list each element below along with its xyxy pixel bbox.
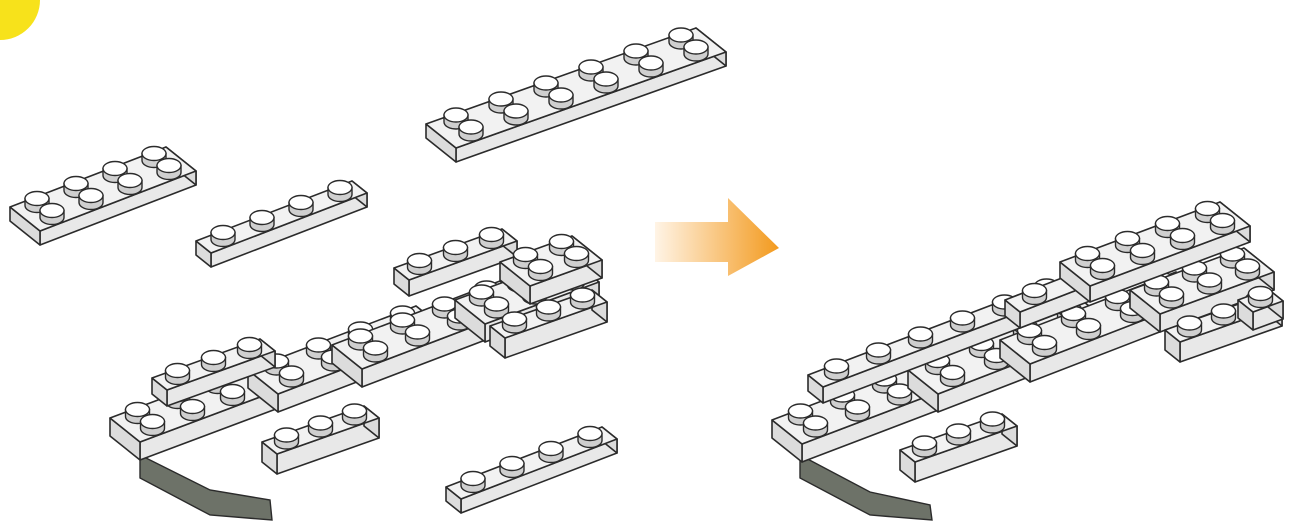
stud (273, 427, 300, 450)
stud (865, 342, 892, 365)
chassis-left-wheel-arch-1 (261, 403, 380, 475)
stud (78, 187, 104, 211)
stud (1021, 282, 1048, 306)
stud (638, 55, 664, 78)
stud (406, 252, 433, 276)
stud (1234, 258, 1261, 281)
stud (278, 365, 305, 388)
stud (945, 423, 972, 446)
stud (535, 299, 562, 322)
chassis-left-front-edge (499, 233, 603, 305)
plate-2x4-body (9, 145, 197, 246)
stud (483, 296, 510, 319)
stud (538, 440, 564, 464)
chassis-right-wheel-arch-1 (899, 411, 1018, 483)
chassis-left-wheel-arch-2 (489, 287, 608, 359)
stud (1114, 230, 1141, 254)
stud (1075, 317, 1102, 341)
stud (249, 209, 275, 233)
stud (156, 157, 182, 181)
stud (139, 413, 166, 437)
stud (24, 190, 50, 214)
stud (210, 224, 236, 248)
stud (164, 362, 191, 386)
stud (39, 202, 65, 226)
stud (307, 415, 334, 438)
stud (460, 470, 486, 494)
stud (468, 284, 495, 307)
stud (288, 194, 314, 218)
plate-1x4-lower (445, 425, 618, 514)
stud (362, 340, 389, 363)
stud (623, 43, 649, 66)
stud (949, 310, 976, 333)
stud (117, 172, 143, 196)
stud (404, 324, 431, 347)
stud (844, 399, 871, 422)
stud (569, 287, 596, 310)
stud (1210, 303, 1237, 326)
stud (593, 71, 619, 94)
stud (979, 411, 1006, 434)
stud (327, 179, 353, 203)
plate-2x6 (425, 27, 727, 163)
stud (1089, 257, 1116, 281)
stud (1031, 334, 1058, 358)
step-arrow-icon (655, 198, 779, 276)
stud (200, 349, 227, 373)
stud (527, 258, 554, 282)
chassis-after-assembly (771, 200, 1284, 521)
stud (886, 383, 913, 406)
plate-1x4-upper (195, 179, 368, 268)
stud (802, 415, 829, 438)
chassis-left-top-plate-1 (151, 336, 276, 407)
stud (124, 401, 151, 425)
stud (1169, 227, 1196, 251)
stud (442, 239, 469, 263)
stud (458, 119, 484, 142)
chassis-before-assembly (109, 226, 608, 521)
stud (478, 226, 505, 250)
plate-1x4-upper-body (195, 179, 368, 268)
stud (683, 39, 709, 62)
stud (577, 425, 603, 449)
stud (236, 336, 263, 360)
yellow-corner-badge-icon (0, 0, 40, 40)
stud (939, 364, 966, 388)
stud (1247, 285, 1274, 309)
stud (1196, 272, 1223, 295)
chassis-right-top-2x6 (1059, 200, 1251, 303)
stud (501, 311, 528, 334)
stud (563, 245, 590, 269)
stud (179, 398, 206, 422)
stud (907, 326, 934, 349)
plate-2x6-body (425, 27, 727, 163)
stud (823, 358, 850, 381)
stud (1209, 212, 1236, 236)
stud (503, 103, 529, 126)
plate-1x4-lower-body (445, 425, 618, 514)
plate-2x4 (9, 145, 197, 246)
stud (219, 383, 246, 407)
stud (499, 455, 525, 479)
stud (1176, 315, 1203, 338)
stud (548, 87, 574, 110)
stud (1158, 286, 1185, 309)
stud (911, 435, 938, 458)
stud (341, 403, 368, 426)
chassis-right-front-edge (1237, 285, 1284, 331)
stud (1129, 242, 1156, 266)
